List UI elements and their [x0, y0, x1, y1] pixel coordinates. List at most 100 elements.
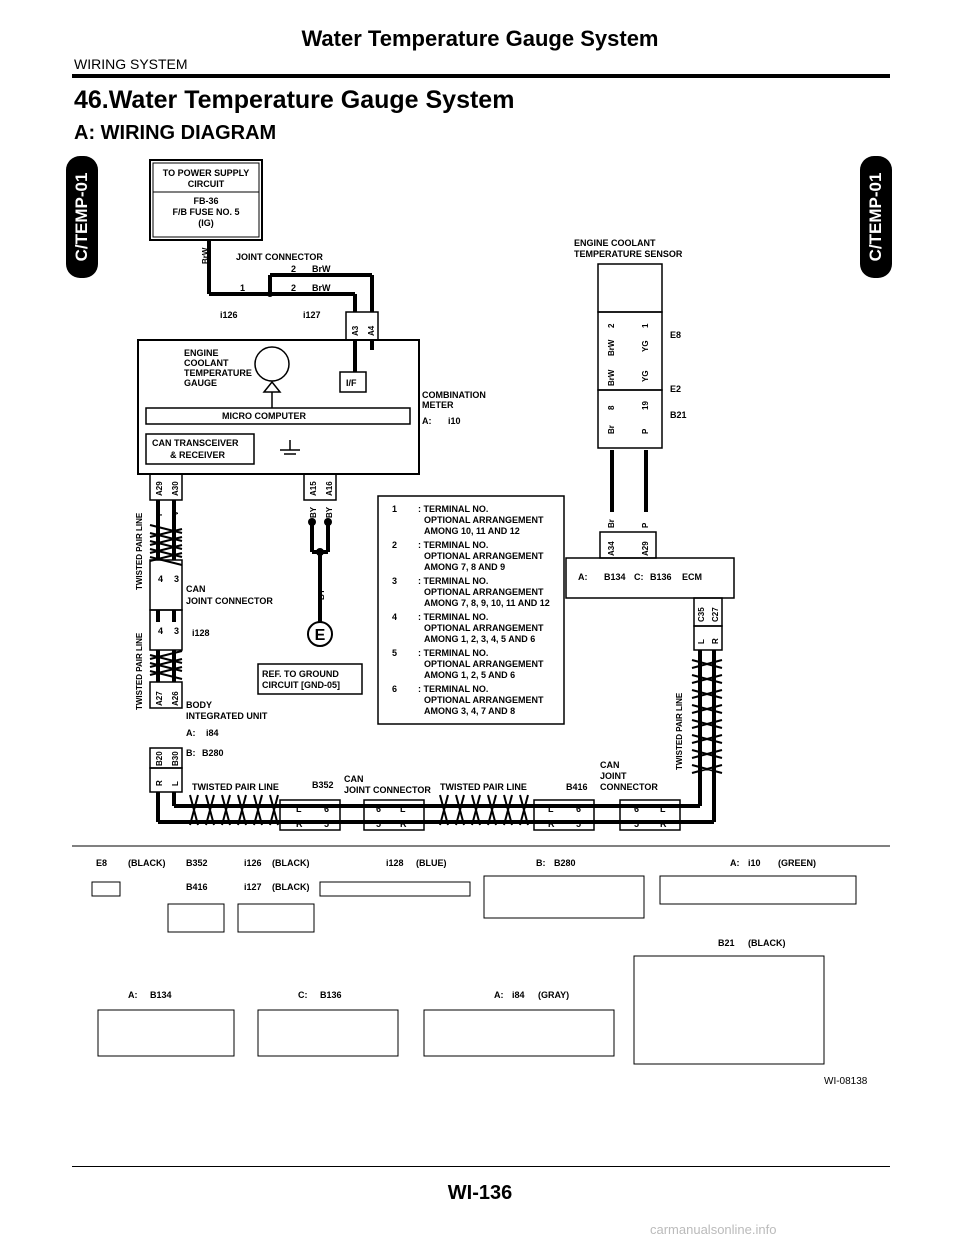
connector-face-b21: [633, 955, 825, 1065]
legend-e8: E8: [96, 858, 107, 868]
wire-p: P: [155, 510, 164, 516]
page-header-title: Water Temperature Gauge System: [301, 26, 659, 51]
combination-meter-1: COMBINATION: [422, 390, 486, 400]
note-5-line-3: AMONG 1, 2, 5 AND 6: [424, 670, 515, 680]
pin-a27: A27: [155, 691, 164, 706]
connector-e8: E8: [670, 330, 681, 340]
connector-face-b280: [483, 875, 645, 919]
can-transceiver-2: & RECEIVER: [170, 450, 226, 460]
note-4-line-2: OPTIONAL ARRANGEMENT: [424, 623, 544, 633]
note-5-line-1: : TERMINAL NO.: [418, 648, 488, 658]
legend-b416: B416: [186, 882, 208, 892]
ecm-label: ECM: [682, 572, 702, 582]
can-joint2-1: CAN: [344, 774, 364, 784]
wire-brw-vertical: BrW: [201, 247, 210, 264]
power-supply-fuse-1: FB-36: [193, 196, 218, 206]
legend-b352: B352: [186, 858, 208, 868]
legend-b136-prefix: C:: [298, 990, 308, 1000]
sensor-pin-1: 1: [641, 323, 650, 328]
figure-id: WI-08138: [824, 1076, 868, 1087]
wire-by-2: BY: [325, 506, 334, 518]
wire-brw-s2: BrW: [607, 369, 616, 386]
twisted-pair-2: [149, 650, 183, 680]
wire-r: R: [155, 780, 164, 786]
interface-label: I/F: [346, 378, 357, 388]
bus-r-1: R: [296, 819, 303, 829]
legend-b134: B134: [150, 990, 172, 1000]
gauge-label-1: ENGINE: [184, 348, 219, 358]
twisted-pair-3: [189, 794, 279, 826]
bus-l-3: L: [548, 804, 554, 814]
note-6-line-1: : TERMINAL NO.: [418, 684, 488, 694]
legend-i10-prefix: A:: [730, 858, 740, 868]
can-joint3-3: CONNECTOR: [600, 782, 658, 792]
pin-a3: A3: [351, 325, 360, 336]
legend-i126-color: (BLACK): [272, 858, 310, 868]
legend-b21: B21: [718, 938, 735, 948]
note-3-line-3: AMONG 7, 8, 9, 10, 11 AND 12: [424, 598, 550, 608]
wire-by-1: BY: [309, 506, 318, 518]
body-unit-b280: B280: [202, 748, 224, 758]
bus-r-2: R: [400, 819, 407, 829]
bus-l-4: L: [660, 804, 666, 814]
can-transceiver-1: CAN TRANSCEIVER: [152, 438, 239, 448]
sensor-label-2: TEMPERATURE SENSOR: [574, 249, 683, 259]
ecm-wire-r: R: [711, 638, 720, 644]
legend-b280-prefix: B:: [536, 858, 546, 868]
sensor-pin-19: 19: [641, 401, 650, 410]
combination-meter-2: METER: [422, 400, 454, 410]
connector-face-e8: [91, 881, 121, 897]
watermark: carmanualsonline.info: [650, 1222, 777, 1237]
connector-face-b136: [257, 1009, 399, 1057]
gauge-label-4: GAUGE: [184, 378, 217, 388]
star-mark-5b: 5: [376, 819, 381, 829]
section-title: 46.Water Temperature Gauge System: [74, 86, 515, 114]
section-subtitle: A: WIRING DIAGRAM: [74, 122, 277, 144]
ecm-wire-l: L: [697, 639, 706, 644]
micro-computer-label: MICRO COMPUTER: [222, 411, 306, 421]
pin-a15: A15: [309, 481, 318, 496]
legend-e8-color: (BLACK): [128, 858, 166, 868]
sensor-label-1: ENGINE COOLANT: [574, 238, 656, 248]
wire-by-3: BY: [317, 588, 326, 600]
star-mark-4b: 4: [158, 626, 163, 636]
legend-i128-color: (BLUE): [416, 858, 447, 868]
wire-br-1: Br: [607, 425, 616, 434]
side-tab-right: C/TEMP-01: [860, 156, 892, 278]
body-unit-a: A:: [186, 728, 196, 738]
can-joint2-2: JOINT CONNECTOR: [344, 785, 431, 795]
connector-face-i128: [319, 881, 471, 897]
pin-b30: B30: [171, 751, 180, 766]
connector-b416: B416: [566, 782, 588, 792]
connector-face-b134: [97, 1009, 235, 1057]
note-4-line-3: AMONG 1, 2, 3, 4, 5 AND 6: [424, 634, 535, 644]
connector-face-i10: [659, 875, 857, 905]
ground-ref-2: CIRCUIT [GND-05]: [262, 680, 340, 690]
can-joint3-1: CAN: [600, 760, 620, 770]
body-unit-b: B:: [186, 748, 196, 758]
power-supply-fuse-3: (IG): [198, 218, 214, 228]
note-2-line-3: AMONG 7, 8 AND 9: [424, 562, 505, 572]
note-2-line-2: OPTIONAL ARRANGEMENT: [424, 551, 544, 561]
connector-i126: i126: [220, 310, 238, 320]
ecm-pin-c35: C35: [697, 607, 706, 622]
star-mark-3b: 3: [174, 626, 179, 636]
legend-b280: B280: [554, 858, 576, 868]
note-mark-3: 3: [392, 576, 397, 586]
legend-i128: i128: [386, 858, 404, 868]
legend-i127: i127: [244, 882, 262, 892]
wire-l: L: [171, 781, 180, 786]
twisted-pair-label-2: TWISTED PAIR LINE: [440, 782, 527, 792]
sensor-pin-2: 2: [607, 323, 616, 328]
ecm-b134: B134: [604, 572, 626, 582]
ecm-c: C:: [634, 572, 644, 582]
note-5-line-2: OPTIONAL ARRANGEMENT: [424, 659, 544, 669]
ground-symbol-e: E: [315, 627, 326, 644]
combination-meter-i10: i10: [448, 416, 461, 426]
star-mark-4a: 4: [158, 574, 163, 584]
twisted-vertical-2: TWISTED PAIR LINE: [135, 632, 144, 710]
twisted-pair-4: [439, 794, 529, 826]
note-mark-2: 2: [392, 540, 397, 550]
connector-face-i126: [237, 903, 315, 933]
star-mark-6d: 6: [634, 804, 639, 814]
